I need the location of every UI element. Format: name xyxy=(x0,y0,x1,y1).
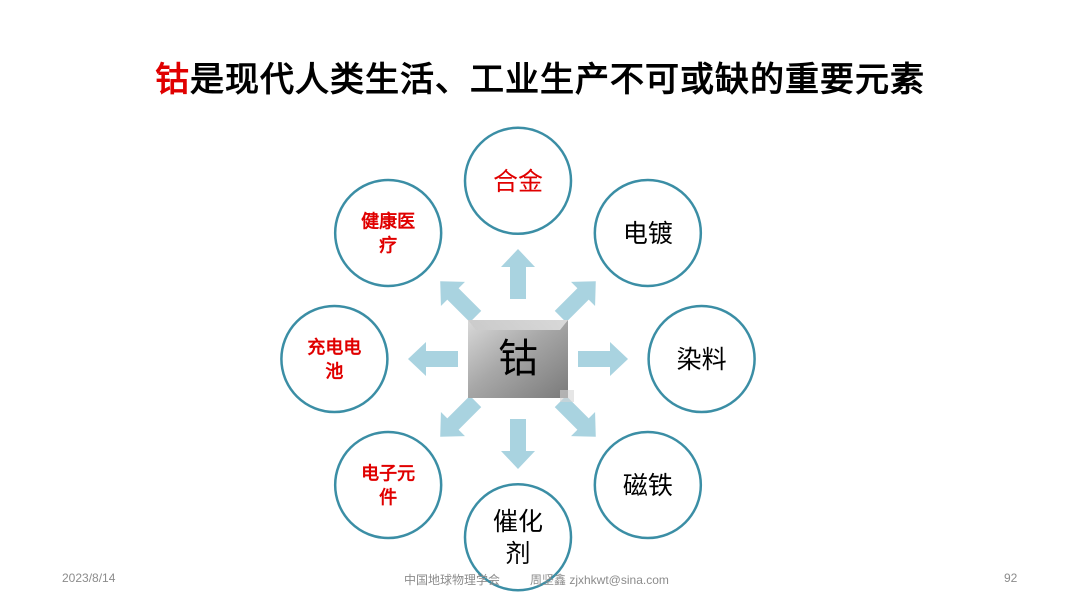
node-label: 疗 xyxy=(379,234,397,256)
node-circle xyxy=(333,430,443,540)
footer-author: 周坚鑫 zjxhkwt@sina.com xyxy=(530,573,669,587)
node-label: 剂 xyxy=(505,539,530,568)
cobalt-block-top xyxy=(468,320,568,330)
arrows-group xyxy=(408,249,628,469)
center-label: 钴 xyxy=(498,336,538,382)
arrow-8 xyxy=(440,281,482,323)
arrow-2 xyxy=(554,281,596,323)
footer-date: 2023/8/14 xyxy=(62,571,116,585)
node-4: 磁铁 xyxy=(593,430,703,540)
cobalt-block: 钴 xyxy=(468,320,574,402)
arrow-7 xyxy=(408,342,458,376)
footer-organization: 中国地球物理学会 xyxy=(404,573,501,587)
node-label: 件 xyxy=(379,486,397,508)
arrow-3 xyxy=(578,342,628,376)
arrow-6 xyxy=(440,395,482,437)
node-label: 充电电 xyxy=(307,336,361,358)
node-label: 健康医 xyxy=(361,210,415,232)
slide-title: 钴是现代人类生活、工业生产不可或缺的重要元素 xyxy=(0,52,1080,101)
node-label: 磁铁 xyxy=(623,471,673,500)
node-5: 催化剂 xyxy=(463,482,573,592)
node-circle xyxy=(463,482,573,592)
node-circle xyxy=(463,126,573,236)
node-1: 合金 xyxy=(463,126,573,236)
node-circle xyxy=(593,430,703,540)
arrow-5 xyxy=(501,419,535,469)
node-2: 电镀 xyxy=(593,178,703,288)
node-circle xyxy=(333,178,443,288)
title-highlight: 钴 xyxy=(155,60,190,100)
cobalt-block-face xyxy=(468,320,568,398)
node-label: 染料 xyxy=(677,345,727,374)
arrow-4 xyxy=(554,395,596,437)
node-3: 染料 xyxy=(647,304,756,414)
node-label: 电子元 xyxy=(361,462,415,484)
node-circle xyxy=(647,304,756,414)
footer-page-number: 92 xyxy=(1004,571,1018,585)
node-label: 池 xyxy=(325,360,343,382)
node-circle xyxy=(280,304,389,414)
node-label: 合金 xyxy=(493,167,543,196)
node-label: 电镀 xyxy=(623,219,673,248)
title-text: 是现代人类生活、工业生产不可或缺的重要元素 xyxy=(190,60,925,100)
node-label: 催化 xyxy=(493,507,543,536)
cobalt-block-shadow xyxy=(560,390,574,402)
arrow-1 xyxy=(501,249,535,299)
node-circle xyxy=(593,178,703,288)
